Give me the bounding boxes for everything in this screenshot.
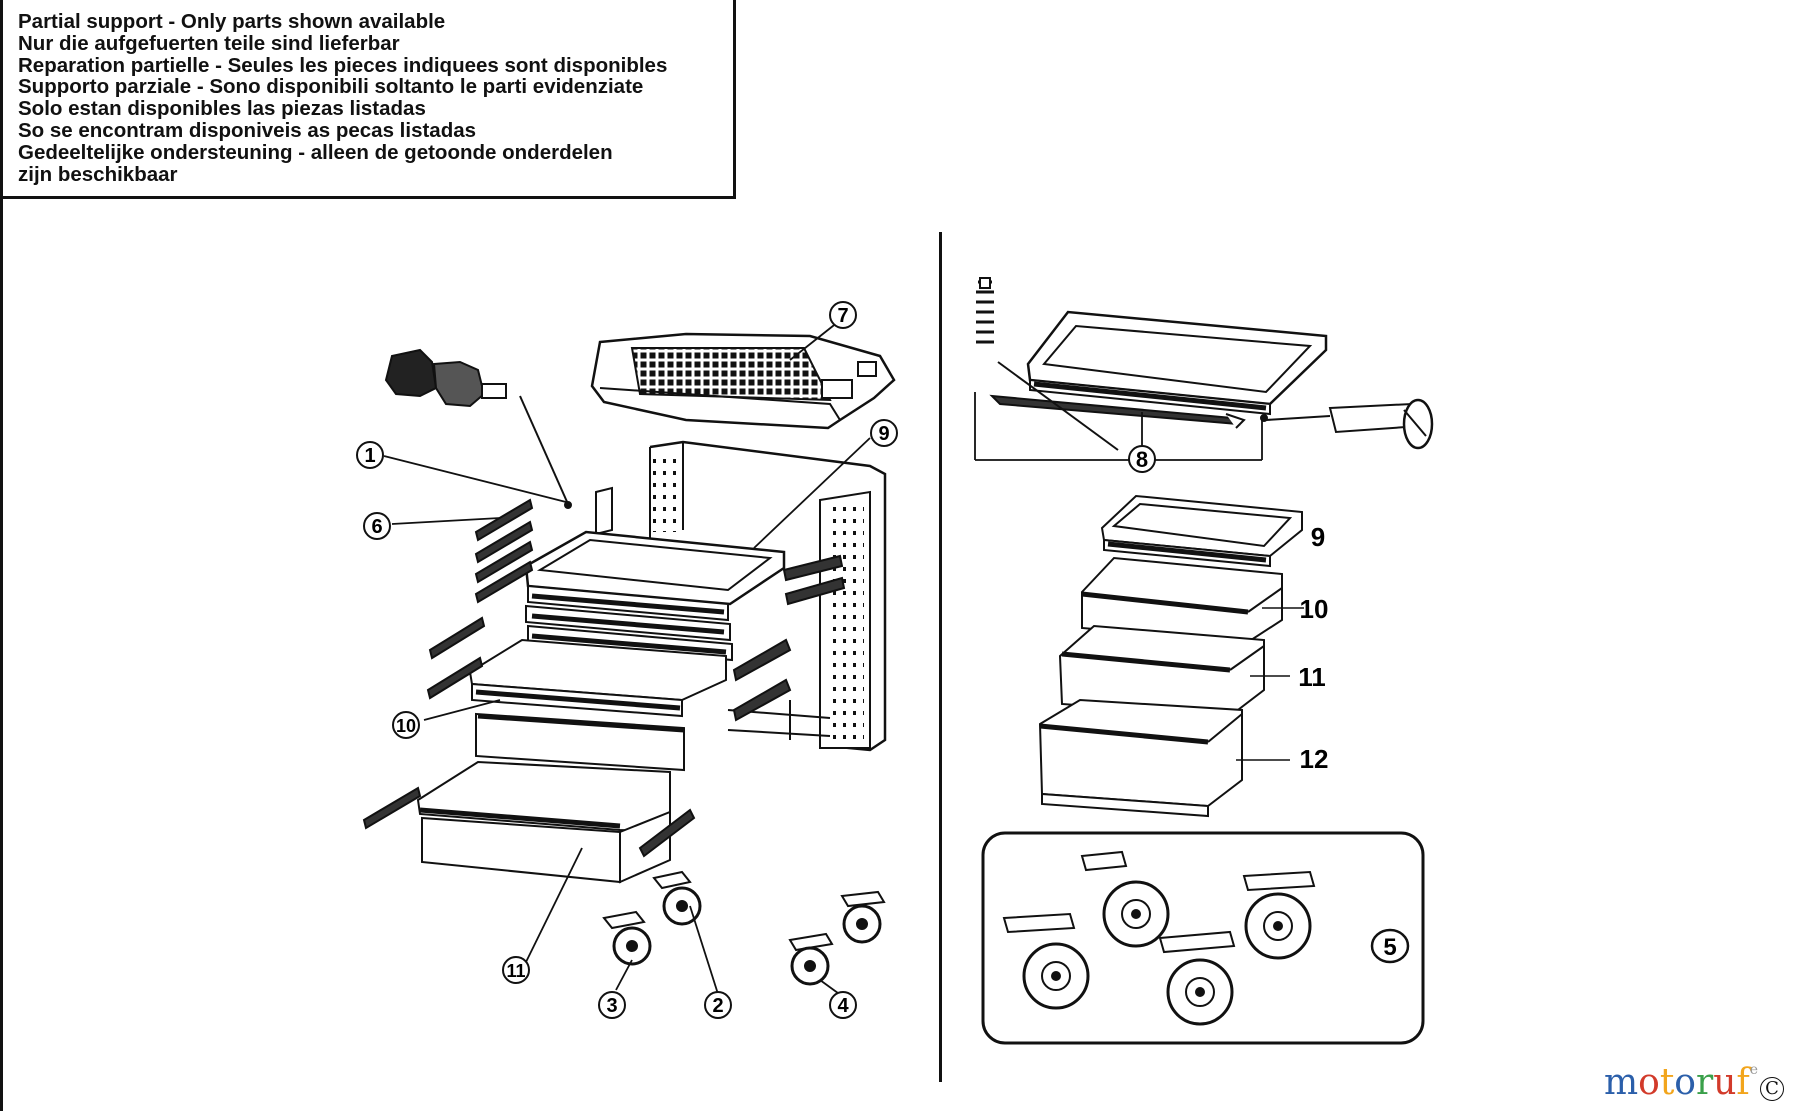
left-callouts: 7 9 1 6 10 11	[356, 301, 898, 1019]
copyright-mark: C	[1760, 1077, 1784, 1101]
caster-5b	[1242, 870, 1316, 960]
lock-rod	[989, 361, 1246, 451]
caster-wheels-left	[602, 870, 886, 986]
svg-text:10: 10	[396, 716, 416, 736]
caster-5d	[1158, 930, 1236, 1026]
drawer-stack-upper	[524, 530, 786, 662]
drawer-9	[1100, 494, 1303, 568]
watermark-letter: u	[1713, 1062, 1737, 1103]
callout-9-right: 9	[1311, 522, 1325, 552]
lock-assembly	[384, 348, 572, 509]
svg-text:11: 11	[506, 961, 525, 981]
watermark-letter: m	[1603, 1062, 1639, 1103]
drawer-slides-right	[638, 554, 846, 858]
page-border	[0, 0, 3, 1111]
svg-text:1: 1	[364, 445, 375, 467]
callout-10: 10	[392, 711, 420, 739]
caster-set-box	[981, 831, 1425, 1045]
callout-7: 7	[829, 301, 857, 329]
callout-2: 2	[704, 991, 732, 1019]
callout-8-bracket	[974, 392, 1263, 461]
callout-1: 1	[356, 441, 384, 469]
notice-line: Partial support - Only parts shown avail…	[18, 10, 446, 33]
callout-5: 5	[1370, 928, 1410, 964]
notice-line: Supporto parziale - Sono disponibili sol…	[18, 75, 644, 99]
left-exploded-view	[362, 317, 896, 997]
drawer-11-right	[1058, 624, 1265, 718]
key-handle	[1260, 398, 1434, 450]
callout-3: 3	[598, 991, 626, 1019]
watermark-letter: r	[1695, 1062, 1714, 1103]
watermark-letter: o	[1674, 1062, 1696, 1103]
drawer-10	[468, 638, 727, 772]
callout-9: 9	[870, 419, 898, 447]
notice-line: Reparation partielle - Seules les pieces…	[18, 53, 668, 77]
spring	[976, 277, 994, 344]
callout-8: 8	[1128, 445, 1156, 473]
svg-text:8: 8	[1136, 447, 1148, 472]
caster-2	[652, 870, 702, 926]
caster-4a	[840, 890, 886, 944]
availability-notice: Partial support - Only parts shown avail…	[0, 0, 736, 199]
notice-line: So se encontram disponiveis as pecas lis…	[18, 118, 477, 142]
caster-3	[602, 910, 652, 966]
panel-divider	[939, 232, 942, 1082]
svg-text:5: 5	[1383, 934, 1396, 961]
caster-5a	[1080, 850, 1170, 948]
svg-text:9: 9	[1311, 522, 1325, 552]
svg-text:9: 9	[878, 423, 889, 445]
svg-text:7: 7	[837, 305, 848, 327]
svg-text:4: 4	[837, 995, 849, 1017]
right-callouts: 8 9 10 11 12 5	[1128, 445, 1410, 964]
top-tray	[590, 332, 896, 430]
notice-line: Gedeeltelijke ondersteuning - alleen de …	[18, 140, 613, 164]
watermark-letter: o	[1638, 1062, 1660, 1103]
cabinet-frame	[595, 440, 887, 752]
caster-4b	[788, 932, 834, 986]
svg-text:6: 6	[371, 516, 382, 538]
callout-12-right: 12	[1300, 744, 1329, 774]
watermark-corner: e	[1749, 1062, 1758, 1078]
svg-text:2: 2	[712, 995, 723, 1017]
caster-5c	[1002, 912, 1090, 1010]
callout-10-right: 10	[1300, 594, 1329, 624]
drawer-11	[416, 760, 671, 884]
watermark-letter: t	[1659, 1062, 1675, 1103]
notice-line: zijn beschikbaar	[18, 162, 178, 186]
callout-6: 6	[363, 512, 391, 540]
notice-line: Solo estan disponibles las piezas listad…	[18, 97, 426, 121]
callout-11-right: 11	[1298, 662, 1326, 692]
notice-line: Nur die aufgefuerten teile sind lieferba…	[18, 31, 400, 55]
callout-4: 4	[829, 991, 857, 1019]
drawer-slides-left	[362, 498, 534, 830]
callout-11: 11	[502, 956, 530, 984]
svg-text:11: 11	[1298, 662, 1326, 692]
drawer-12-right	[1038, 698, 1243, 818]
leader-lines-right	[1236, 607, 1304, 761]
drawer-top-tray	[1026, 310, 1328, 416]
svg-text:10: 10	[1300, 594, 1329, 624]
svg-text:3: 3	[606, 995, 617, 1017]
drawer-10-right	[1081, 556, 1283, 644]
watermark-logo: motorufeC	[1604, 1062, 1784, 1103]
svg-text:12: 12	[1300, 744, 1329, 774]
watermark-letter: f	[1736, 1062, 1750, 1103]
right-exploded-view	[974, 277, 1434, 1045]
